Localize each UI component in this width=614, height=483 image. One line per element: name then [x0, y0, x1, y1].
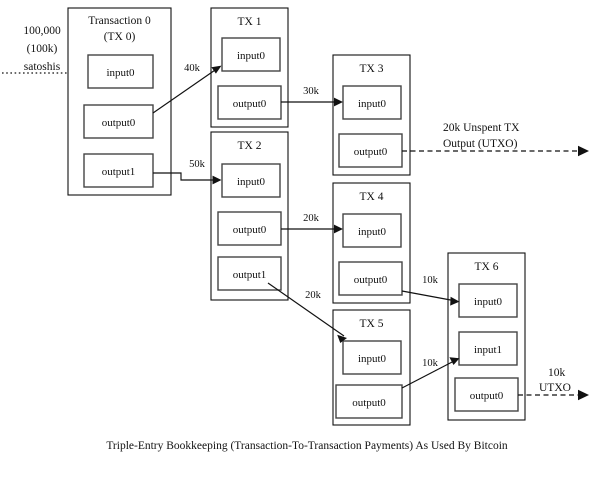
tx6-title: TX 6 [475, 261, 499, 273]
funding-source-label: 100,000 (100k) satoshis [23, 25, 61, 73]
tx5-input0-box[interactable] [342, 340, 402, 375]
flow-tx6-out0-unspent [518, 389, 589, 401]
tx5-title: TX 5 [360, 318, 384, 330]
tx1-output0-box[interactable] [217, 85, 282, 120]
utxo-20k-arrowhead [578, 145, 589, 157]
funding-amount-line1: 100,000 [23, 25, 61, 37]
tx2-input0-box[interactable] [221, 163, 281, 198]
tx6-input1-label: input1 [474, 344, 502, 356]
tx5-input0-label: input0 [358, 353, 387, 365]
flow-tx4-out0-to-tx6-in0: 10k [401, 275, 460, 306]
flow-50k-label: 50k [189, 159, 206, 170]
tx5-output0-box[interactable] [335, 384, 403, 419]
tx1-title: TX 1 [238, 16, 262, 28]
tx0-input0-label: input0 [106, 67, 135, 79]
flow-10k-lower-label: 10k [422, 358, 439, 369]
tx2-title: TX 2 [238, 140, 262, 152]
flow-20k-upper-arrowhead [334, 224, 343, 234]
transaction-tx1[interactable]: TX 1 input0 output0 [210, 7, 289, 128]
transaction-tx4[interactable]: TX 4 input0 output0 [332, 182, 411, 304]
flow-10k-lower-arrowhead [449, 357, 460, 365]
flow-tx2-out0-to-tx4-in0: 20k [281, 213, 343, 234]
transaction-tx6[interactable]: TX 6 input0 input1 output0 [447, 252, 526, 421]
tx4-output0-box[interactable] [338, 261, 403, 296]
flow-tx1-out0-to-tx3-in0: 30k [281, 86, 343, 107]
transaction-tx5[interactable]: TX 5 input0 output0 [332, 309, 411, 426]
flow-tx3-out0-unspent [402, 145, 589, 157]
flow-tx5-out0-to-tx6-in1: 10k [401, 357, 460, 389]
tx2-output0-label: output0 [233, 224, 267, 236]
utxo-annotation-tx3: 20k Unspent TX Output (UTXO) [443, 122, 520, 150]
utxo-annotation-tx6: 10k UTXO [539, 367, 571, 394]
tx6-input1-box[interactable] [458, 331, 518, 366]
tx1-input0-box[interactable] [221, 37, 281, 72]
tx3-output0-label: output0 [354, 146, 388, 158]
tx4-title: TX 4 [360, 191, 384, 203]
tx4-input0-box[interactable] [342, 213, 402, 248]
tx4-output0-label: output0 [354, 274, 388, 286]
transaction-tx3[interactable]: TX 3 input0 output0 [332, 54, 411, 176]
flow-tx0-out0-to-tx1-in0: 40k [152, 63, 222, 114]
utxo-20k-label-line1: 20k Unspent TX [443, 122, 520, 134]
flow-20k-lower-arrowhead [337, 334, 347, 343]
utxo-10k-arrowhead [578, 389, 589, 401]
flow-tx2-out1-to-tx5-in0: 20k [267, 282, 347, 343]
utxo-20k-label-line2: Output (UTXO) [443, 138, 518, 150]
tx5-output0-label: output0 [352, 397, 386, 409]
utxo-10k-label-line2: UTXO [539, 382, 571, 394]
tx6-input0-label: input0 [474, 296, 503, 308]
flow-30k-arrowhead [334, 97, 343, 107]
flow-20k-lower-line [267, 282, 345, 337]
tx0-output1-box[interactable] [83, 153, 154, 188]
tx6-output0-box[interactable] [454, 377, 519, 412]
funding-unit-line: satoshis [24, 61, 61, 73]
tx0-title-line2: (TX 0) [104, 31, 136, 43]
flow-10k-upper-arrowhead [450, 296, 460, 306]
tx1-input0-label: input0 [237, 50, 266, 62]
flow-10k-lower-line [401, 359, 457, 389]
flow-10k-upper-label: 10k [422, 275, 439, 286]
tx6-input0-box[interactable] [458, 283, 518, 318]
tx2-output1-label: output1 [233, 269, 267, 281]
tx4-input0-label: input0 [358, 226, 387, 238]
figure-caption: Triple-Entry Bookkeeping (Transaction-To… [106, 440, 508, 452]
tx3-title: TX 3 [360, 63, 384, 75]
utxo-10k-label-line1: 10k [548, 367, 566, 379]
flow-20k-upper-label: 20k [303, 213, 320, 224]
transaction-tx0[interactable]: Transaction 0 (TX 0) input0 output0 outp… [67, 7, 172, 196]
funding-amount-line2: (100k) [27, 43, 58, 55]
flow-tx0-out1-to-tx2-in0: 50k [153, 159, 222, 185]
tx0-output0-box[interactable] [83, 104, 154, 139]
tx0-output0-label: output0 [102, 117, 136, 129]
flow-50k-line [153, 172, 218, 181]
flow-10k-upper-line [401, 290, 457, 302]
tx1-output0-label: output0 [233, 98, 267, 110]
tx2-input0-label: input0 [237, 176, 266, 188]
tx3-input0-box[interactable] [342, 85, 402, 120]
tx0-title-line1: Transaction 0 [88, 15, 151, 27]
tx3-input0-label: input0 [358, 98, 387, 110]
transaction-tx2[interactable]: TX 2 input0 output0 output1 [210, 131, 289, 301]
flow-40k-label: 40k [184, 63, 201, 74]
tx3-output0-box[interactable] [338, 133, 403, 168]
flow-50k-arrowhead [212, 175, 222, 185]
flow-20k-lower-label: 20k [305, 290, 322, 301]
flow-40k-arrowhead [211, 65, 222, 74]
tx0-input0-box[interactable] [87, 54, 154, 89]
tx0-output1-label: output1 [102, 166, 136, 178]
tx6-output0-label: output0 [470, 390, 504, 402]
tx2-output0-box[interactable] [217, 211, 282, 246]
flow-40k-line [152, 67, 219, 114]
flow-30k-label: 30k [303, 86, 320, 97]
